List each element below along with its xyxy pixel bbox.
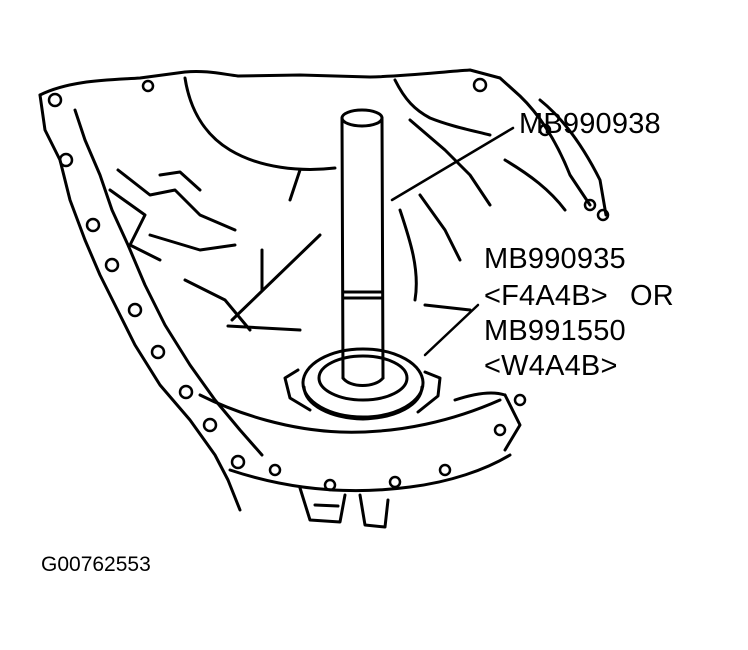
web-right-1 <box>408 118 492 207</box>
lower-bracket-2 <box>313 503 340 508</box>
figure-id-label: G00762553 <box>41 553 151 576</box>
installer-bar-left <box>340 116 345 380</box>
web-left-diagonal <box>230 233 322 322</box>
rib-3 <box>158 170 202 192</box>
case-flange-outer <box>38 68 592 207</box>
variant-line-f4a4b: <F4A4B> OR <box>484 280 674 312</box>
case-flange-inner-left <box>73 108 264 457</box>
rib-5 <box>183 278 252 332</box>
web-right-4 <box>423 303 472 312</box>
installer-bar-right <box>380 116 385 380</box>
rib-2 <box>108 188 162 262</box>
upper-bore-right <box>393 78 492 137</box>
installer-bar-top <box>340 108 384 128</box>
upper-bore <box>183 76 337 171</box>
tool-label-mb990938: MB990938 <box>519 108 661 140</box>
right-plate <box>538 98 608 217</box>
variant-label-f4a4b: <F4A4B> <box>484 280 608 312</box>
lower-bracket <box>298 486 390 529</box>
leader-line-lower <box>423 303 480 357</box>
tool-label-mb991550: MB991550 <box>484 315 626 347</box>
lower-rim-outer <box>228 453 512 493</box>
installer-bar-bottom <box>341 376 385 387</box>
rib-1 <box>116 168 237 232</box>
variant-label-w4a4b: <W4A4B> <box>484 350 618 382</box>
web-right-rim <box>503 393 522 452</box>
oil-seal-outer <box>301 347 425 419</box>
or-label: OR <box>629 280 674 312</box>
right-plate-inner <box>503 158 567 212</box>
web-lower-right <box>453 391 507 402</box>
web-right-2 <box>418 193 462 262</box>
leader-line-top <box>390 126 515 202</box>
oil-seal-lip <box>302 385 424 421</box>
web-right-3 <box>398 208 418 302</box>
lower-rim <box>198 393 502 434</box>
lower-rim-holes <box>268 393 527 492</box>
flange-bolt-holes <box>47 77 610 470</box>
web-left-diagonal-2 <box>226 324 302 332</box>
seal-housing-right <box>416 370 442 414</box>
seal-housing-left <box>283 368 312 412</box>
web-mid-2 <box>288 168 302 202</box>
tool-label-mb990935: MB990935 <box>484 243 626 275</box>
rib-4 <box>148 233 237 252</box>
oil-seal-inner <box>317 354 409 402</box>
